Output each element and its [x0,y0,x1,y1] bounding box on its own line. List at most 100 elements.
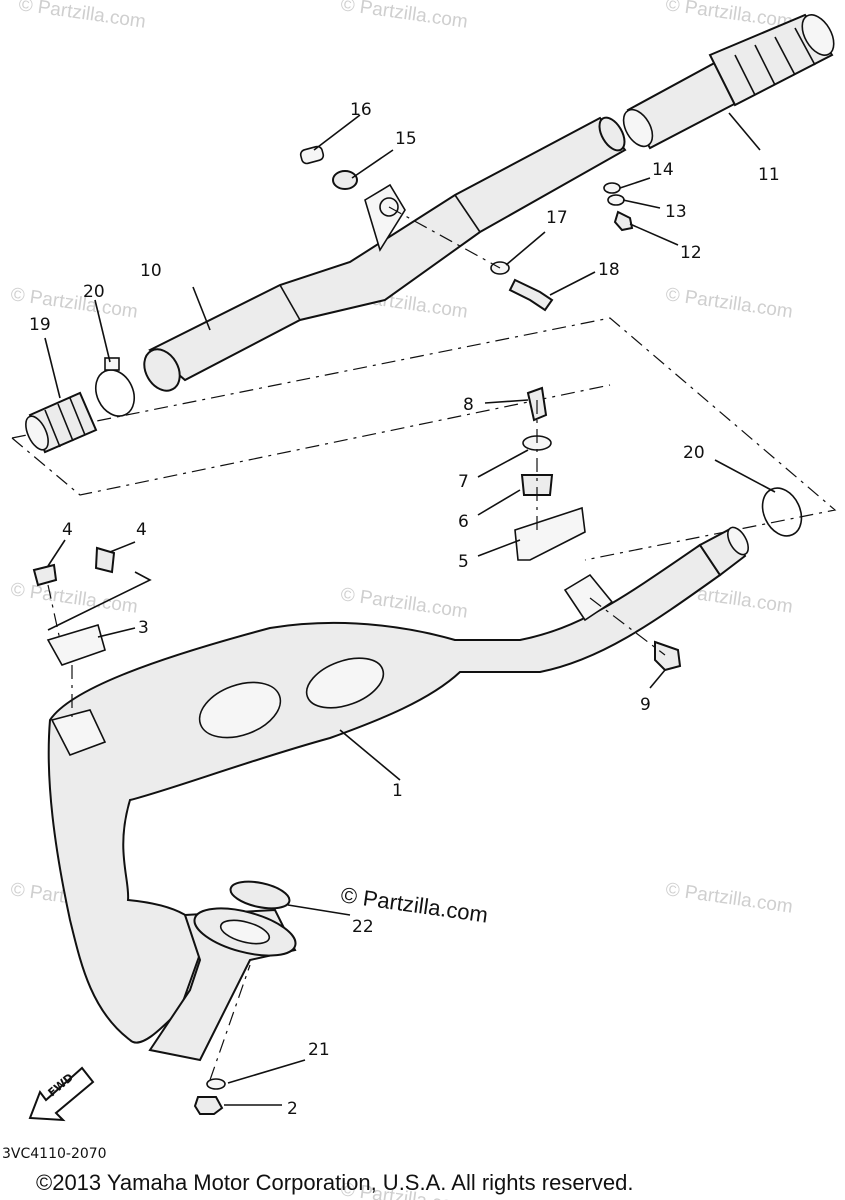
callout-19: 19 [29,315,51,335]
leader-line [94,299,111,363]
leader-line [192,286,211,331]
clamp-screw [104,357,120,371]
callout-21: 21 [308,1040,330,1060]
callout-15: 15 [395,129,417,149]
leader-line [339,729,401,781]
sleeve-ribs [734,27,816,96]
callout-22: 22 [352,917,374,937]
center-line [589,597,666,656]
callout-20-top: 20 [83,282,105,302]
leader-line [313,114,361,151]
leader-line [728,112,761,151]
silencer-inlet-pipe [143,348,181,392]
mounting-hardware [32,386,803,1115]
joint-and-clamp [25,357,136,454]
callout-18: 18 [598,260,620,280]
bracket-3 [46,623,106,666]
callout-6: 6 [458,512,469,532]
joint-ribs [44,397,86,448]
callout-4-left: 4 [62,520,73,540]
screw-12 [613,210,634,232]
leader-line [351,149,394,179]
callout-9: 9 [640,695,651,715]
leader-line [44,337,61,399]
bracket-leader [47,571,152,631]
callout-2: 2 [287,1099,298,1119]
tail-pipe [622,13,835,150]
exhaust-outlet [726,526,750,556]
center-line [209,964,251,1081]
leader-line [477,449,529,478]
callout-10: 10 [140,261,162,281]
clamp-20-top [94,369,136,417]
leader-line [287,904,351,916]
tail-pipe-end [622,108,654,148]
callout-5: 5 [458,552,469,572]
watermark: © Partzilla.com [339,0,469,33]
header-flange-port [219,919,271,945]
fwd-arrow: FWD [28,1066,95,1122]
tail-pipe-outlet [801,14,835,56]
callout-12: 12 [680,243,702,263]
leader-line [714,459,776,493]
copyright-notice: ©2013 Yamaha Motor Corporation, U.S.A. A… [36,1170,633,1195]
silencer-body [148,116,627,382]
silencer-assembly [143,116,627,392]
leader-line [629,223,679,246]
silencer-seam [279,284,301,321]
expansion-panel [198,681,282,739]
leader-line [477,489,521,516]
callout-13: 13 [665,202,687,222]
clamp-20-bottom [761,487,803,537]
bolt-4-left [32,563,58,587]
bolt-18 [508,278,554,312]
leader-line [649,669,666,689]
washer-14 [603,182,621,194]
bolt-9 [654,640,682,672]
leader-line [97,627,136,638]
leader-line [622,199,661,209]
pipe-bracket-rear [563,573,614,622]
center-line [47,584,61,641]
damper-6 [520,474,554,496]
leader-lines [44,112,776,1106]
leader-line [477,539,521,557]
reference-frame-line [11,317,837,561]
diagram-code: 3VC4110-2070 [2,1146,107,1162]
leader-line [109,541,136,553]
watermark: © Partzilla.com [9,579,139,618]
watermark: © Partzilla.com [664,879,794,918]
leader-line [47,539,66,567]
watermark: © Partzilla.com [17,0,147,33]
callout-16: 16 [350,100,372,120]
silencer-seam [454,194,481,233]
reference-frame-line [11,384,611,496]
bolt-4-right [94,546,116,574]
tail-pipe-sleeve [708,13,834,107]
watermark: © Partzilla.com [339,584,469,623]
leader-line [505,231,546,266]
exhaust-pipe-body [47,543,722,1044]
callout-4-right: 4 [136,520,147,540]
callout-14: 14 [652,160,674,180]
leader-line [549,271,596,296]
joint-opening [25,415,49,451]
callout-17: 17 [546,208,568,228]
pipe-bracket-front [50,709,107,756]
watermark: © Partzilla.com [664,284,794,323]
callout-20-bottom: 20 [683,443,705,463]
callout-7: 7 [458,472,469,492]
callout-11: 11 [758,165,780,185]
callout-1: 1 [392,781,403,801]
washer-13 [607,194,625,206]
callout-3: 3 [138,618,149,638]
collar-16 [299,145,325,165]
grommet-15 [332,170,358,190]
exhaust-pipe-assembly [47,526,750,1062]
fwd-arrow-icon [28,1066,95,1122]
nut-2 [193,1096,224,1115]
callout-8: 8 [463,395,474,415]
center-line [388,206,501,269]
